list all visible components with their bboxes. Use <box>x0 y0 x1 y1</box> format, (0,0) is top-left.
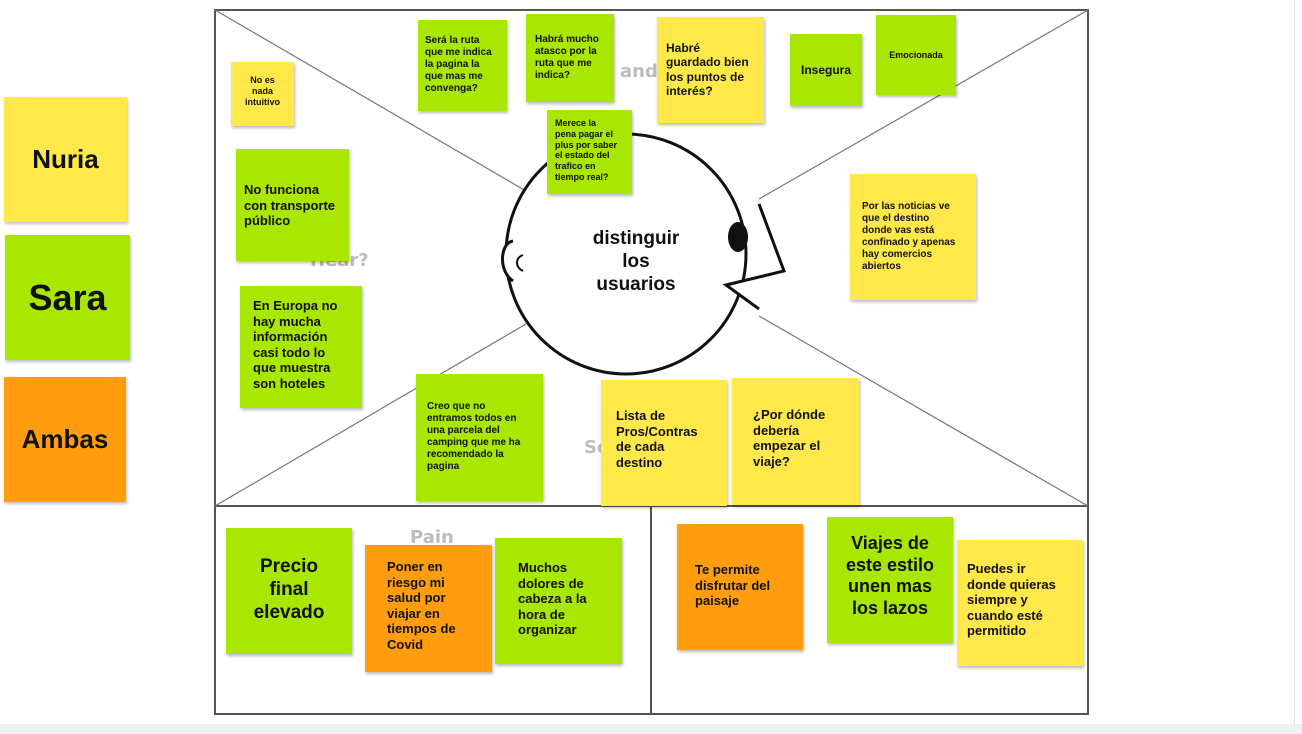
legend-sara: Sara <box>5 235 130 360</box>
note-no-intuitivo: No es nada intuitivo <box>231 62 294 126</box>
ghost-hear-text: and <box>620 61 658 82</box>
page-right-border <box>1294 0 1295 724</box>
note-transporte: No funciona con transporte público <box>236 149 349 261</box>
note-pros-contras: Lista de Pros/Contras de cada destino <box>601 380 727 506</box>
note-atasco: Habrá mucho atasco por la ruta que me in… <box>526 14 614 102</box>
note-dolores: Muchos dolores de cabeza a la hora de or… <box>495 538 622 664</box>
empathy-map-board: and Hear? Se Pain distinguir los usuario… <box>214 9 1090 716</box>
ghost-pain-text: Pain <box>410 527 454 548</box>
legend-nuria-label: Nuria <box>32 144 99 174</box>
note-viajes: Viajes de este estilo unen mas los lazos <box>827 517 953 643</box>
page-bottom-strip <box>0 724 1302 734</box>
note-salud: Poner en riesgo mi salud por viajar en t… <box>365 545 492 672</box>
legend-ambas-label: Ambas <box>21 424 109 454</box>
note-puedes-ir: Puedes ir donde quieras siempre y cuando… <box>957 540 1083 666</box>
note-insegura: Insegura <box>790 34 862 106</box>
note-por-donde: ¿Por dónde debería empezar el viaje? <box>732 378 859 505</box>
empathy-map-frame <box>214 9 1089 715</box>
note-sera-ruta: Será la ruta que me indica la pagina la … <box>418 20 507 111</box>
persona-title: distinguir los usuarios <box>592 228 680 295</box>
note-emocionada: Emocionada <box>876 15 956 95</box>
legend-sara-label: Sara <box>28 276 107 318</box>
note-merece-pena: Merece la pena pagar el plus por saber e… <box>547 110 632 194</box>
legend-nuria: Nuria <box>4 97 127 222</box>
note-parcela: Creo que no entramos todos en una parcel… <box>416 374 543 501</box>
note-noticias: Por las noticias ve que el destino donde… <box>850 174 976 300</box>
note-precio: Precio final elevado <box>226 528 352 654</box>
legend-ambas: Ambas <box>4 377 126 502</box>
note-paisaje: Te permite disfrutar del paisaje <box>677 524 803 650</box>
note-europa: En Europa no hay mucha información casi … <box>240 286 362 408</box>
note-guardado: Habré guardado bien los puntos de interé… <box>657 17 764 123</box>
